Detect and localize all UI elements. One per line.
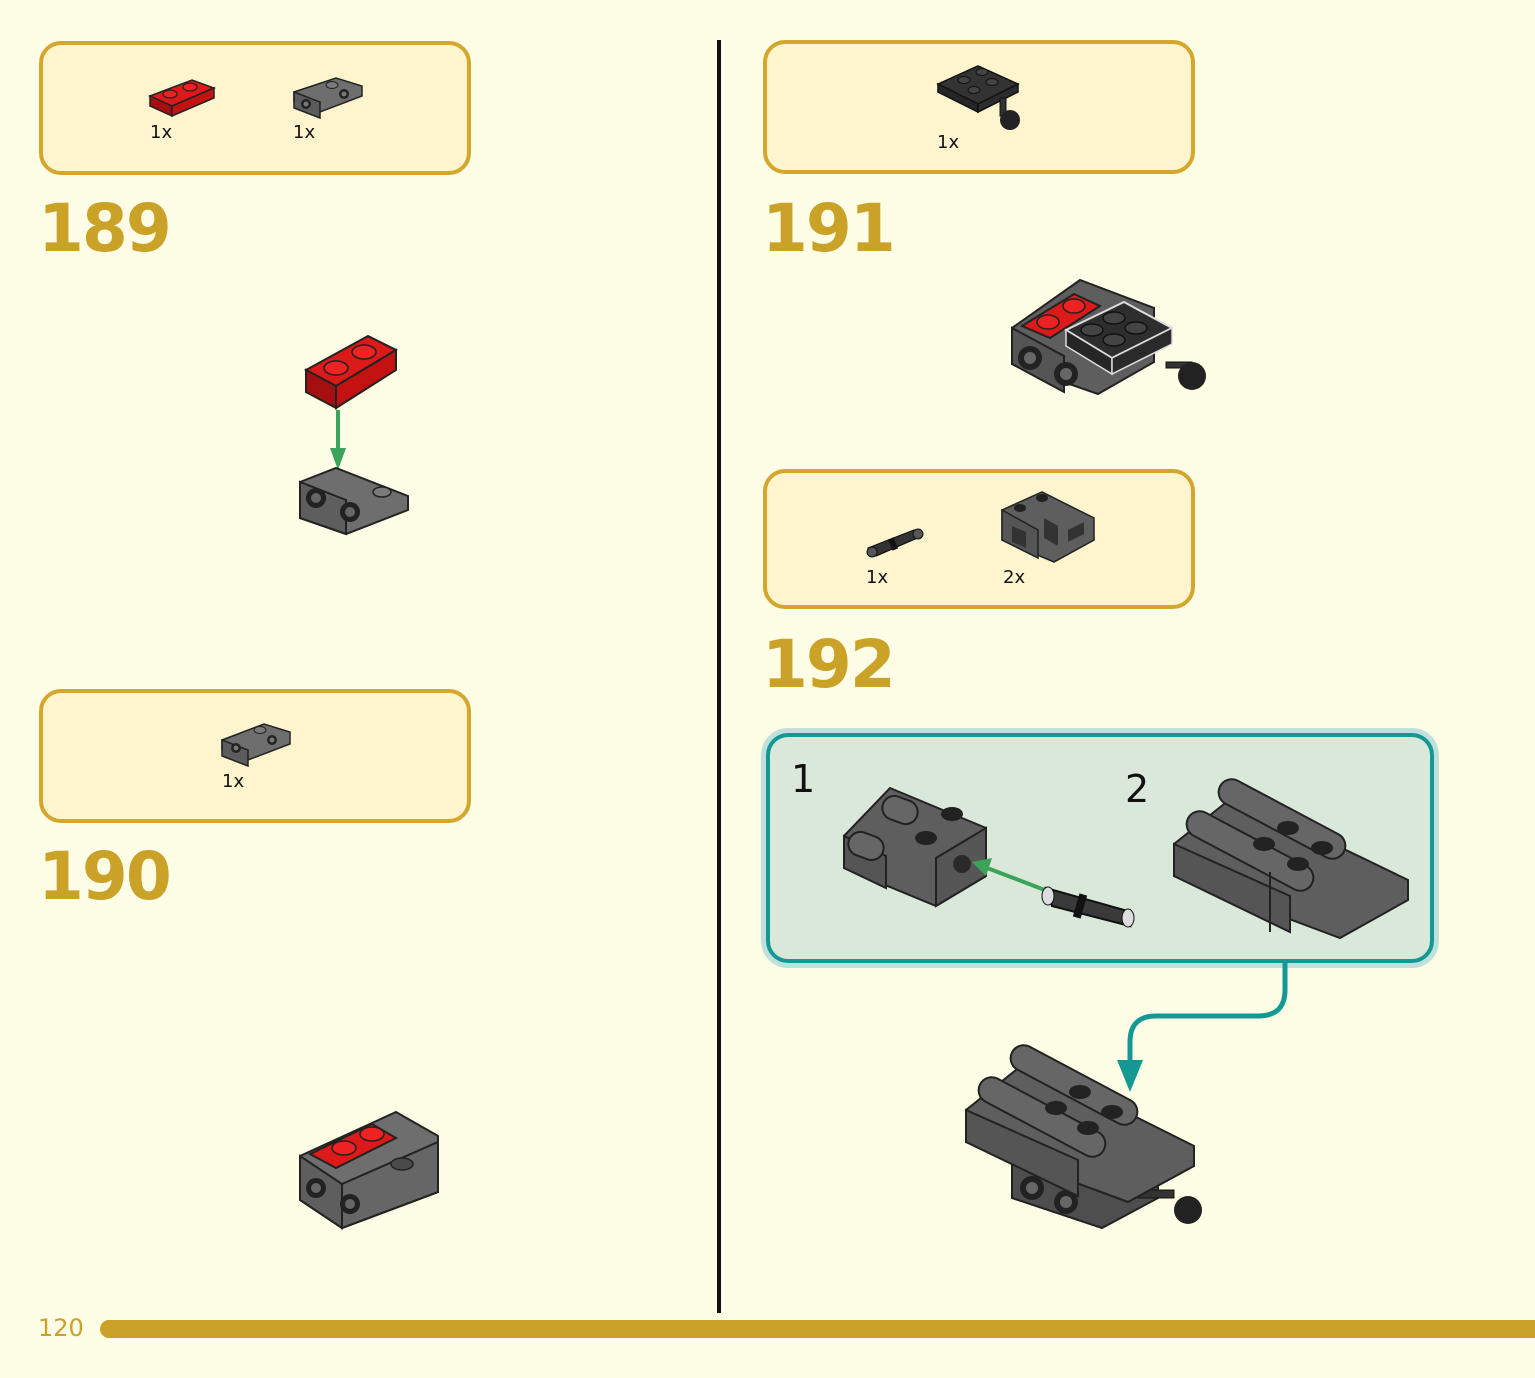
- step-190-assembly-illustration: [299, 1110, 439, 1230]
- brick-bracket-icon: [221, 723, 291, 768]
- step-number: 192: [762, 626, 896, 703]
- step-191-assembly-illustration: [1011, 278, 1206, 396]
- substep-number: 1: [791, 757, 816, 801]
- brick-towball-plate-icon: [936, 65, 1020, 130]
- step-189-assembly-illustration: [299, 334, 409, 536]
- part-qty: 1x: [150, 122, 173, 143]
- parts-box-189: [39, 41, 471, 175]
- technic-pin-icon: [866, 528, 924, 558]
- part-qty: 1x: [866, 567, 889, 588]
- substep-number: 2: [1125, 767, 1150, 811]
- part-qty: 1x: [222, 771, 245, 792]
- footer-bar: [100, 1320, 1535, 1338]
- part-qty: 1x: [293, 122, 316, 143]
- substep-2-illustration: [1173, 778, 1409, 940]
- step-number: 190: [38, 838, 172, 915]
- step-192-assembly-illustration: [965, 1044, 1202, 1230]
- brick-bracket-icon: [293, 77, 363, 120]
- assembly-arrow-icon: [1117, 962, 1288, 1092]
- step-number: 189: [38, 190, 172, 267]
- technic-block-icon: [1001, 491, 1095, 563]
- page-number: 120: [38, 1314, 84, 1342]
- part-qty: 2x: [1003, 567, 1026, 588]
- part-qty: 1x: [937, 132, 960, 153]
- substep-1-illustration: [843, 786, 1135, 928]
- brick-red-plate-icon: [148, 79, 217, 118]
- parts-box-192: [763, 469, 1195, 609]
- page-divider: [717, 40, 721, 1313]
- step-number: 191: [762, 190, 896, 267]
